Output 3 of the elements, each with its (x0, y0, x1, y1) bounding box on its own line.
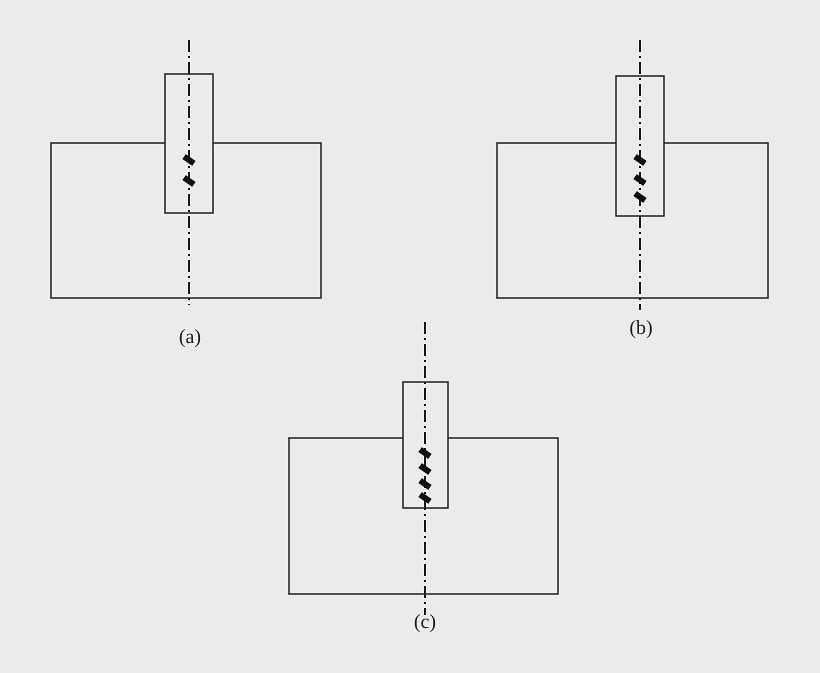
figure-label: (c) (414, 611, 436, 633)
figure-label: (a) (178, 326, 202, 348)
figure-label: (b) (629, 317, 653, 339)
